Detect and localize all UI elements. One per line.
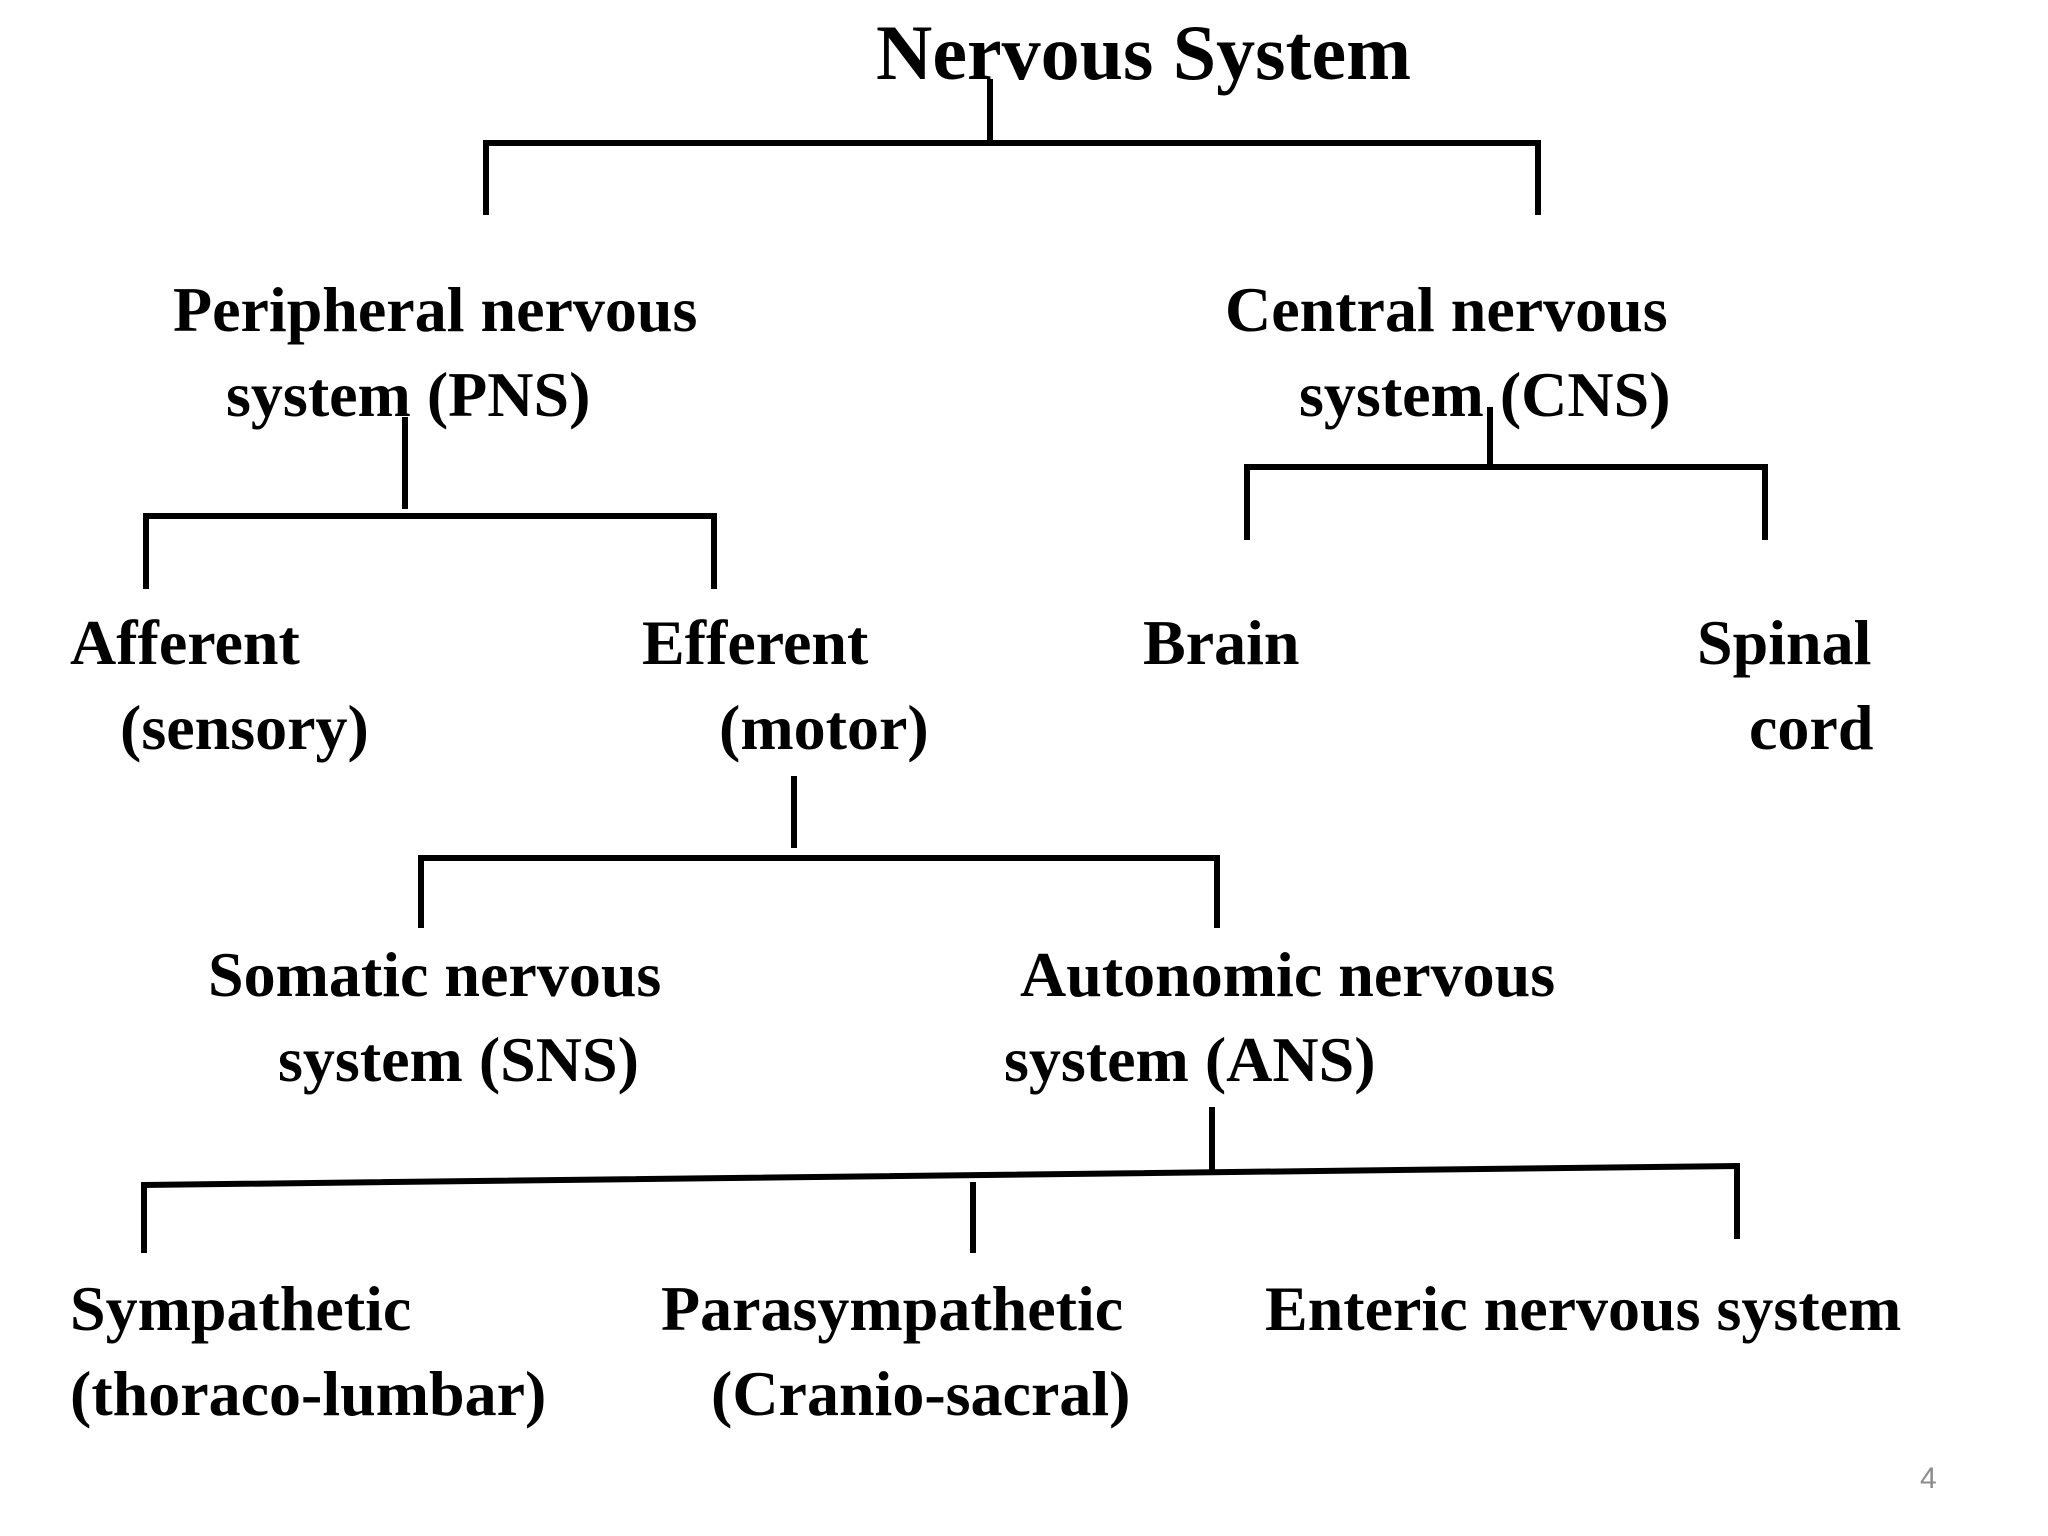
- node-brain-line1: Brain: [1143, 607, 1300, 678]
- node-cns-line1: Central nervous: [1225, 274, 1668, 345]
- node-cns-line2: system (CNS): [1299, 359, 1671, 430]
- node-spinal-cord-line2: cord: [1749, 692, 1874, 763]
- node-parasympathetic: Parasympathetic (Cranio-sacral): [661, 1266, 1130, 1436]
- page-number: 4: [1920, 1462, 1937, 1495]
- node-afferent-line1: Afferent: [70, 607, 300, 678]
- node-ans-line1: Autonomic nervous: [1020, 939, 1556, 1010]
- node-pns: Peripheral nervous system (PNS): [173, 267, 697, 437]
- node-sympathetic-line1: Sympathetic: [70, 1273, 412, 1344]
- node-parasympathetic-line2: (Cranio-sacral): [711, 1358, 1131, 1429]
- node-spinal-cord: Spinal cord: [1697, 600, 1873, 770]
- node-spinal-cord-line1: Spinal: [1697, 607, 1872, 678]
- node-sympathetic-line2: (thoraco-lumbar): [70, 1358, 547, 1429]
- node-afferent-line2: (sensory): [120, 692, 369, 763]
- connector-ans-bar: [140, 1162, 1741, 1189]
- node-sns-line2: system (SNS): [278, 1024, 639, 1095]
- node-afferent: Afferent (sensory): [70, 600, 369, 770]
- node-efferent: Efferent (motor): [642, 600, 929, 770]
- node-sympathetic: Sympathetic (thoraco-lumbar): [70, 1266, 546, 1436]
- node-parasympathetic-line1: Parasympathetic: [661, 1273, 1124, 1344]
- node-ans: Autonomic nervous system (ANS): [1004, 932, 1555, 1102]
- root-title-text: Nervous System: [876, 9, 1412, 96]
- node-efferent-line2: (motor): [719, 692, 929, 763]
- node-sns: Somatic nervous system (SNS): [208, 932, 661, 1102]
- node-pns-line2: system (PNS): [226, 359, 591, 430]
- node-enteric: Enteric nervous system: [1265, 1266, 1901, 1351]
- node-efferent-line1: Efferent: [642, 607, 869, 678]
- node-cns: Central nervous system (CNS): [1225, 267, 1671, 437]
- node-pns-line1: Peripheral nervous: [173, 274, 698, 345]
- node-enteric-line1: Enteric nervous system: [1265, 1273, 1902, 1344]
- node-sns-line1: Somatic nervous: [208, 939, 662, 1010]
- node-ans-line2: system (ANS): [1004, 1024, 1376, 1095]
- root-title: Nervous System: [876, 8, 1411, 98]
- node-brain: Brain: [1143, 600, 1299, 685]
